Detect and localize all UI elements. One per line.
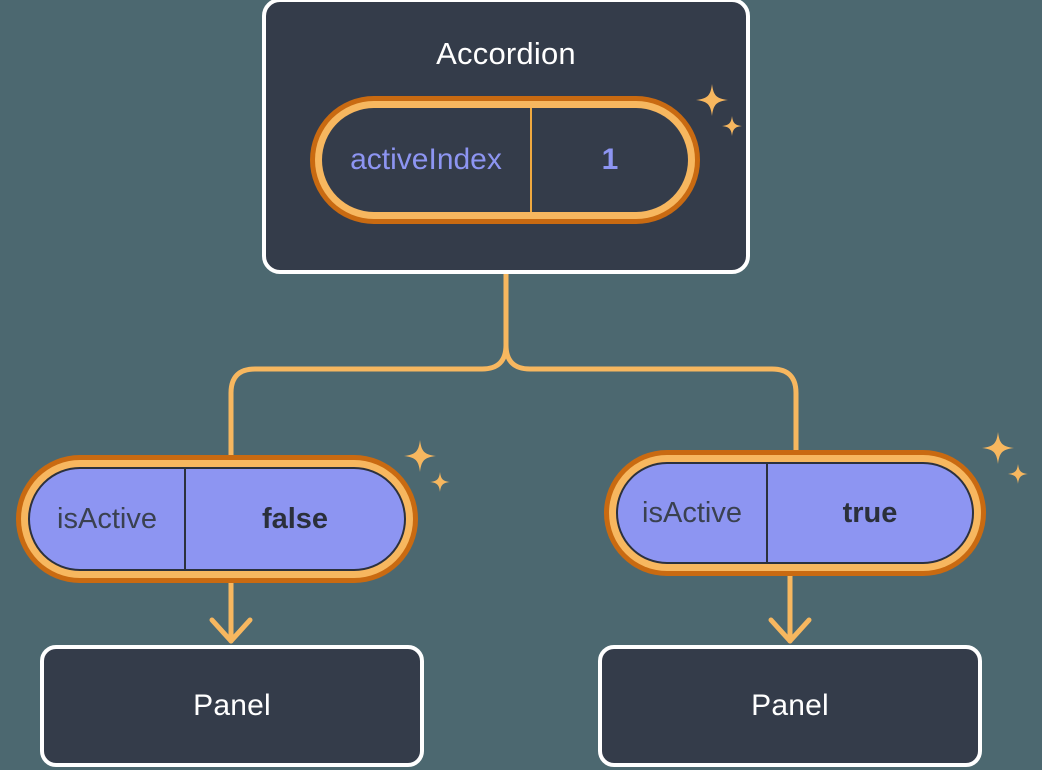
state-pill-ring: isActive false <box>21 460 413 578</box>
state-pill-body: isActive true <box>616 462 974 564</box>
node-panel-right-title: Panel <box>751 689 829 722</box>
state-pill-isactive-true[interactable]: isActive true <box>604 450 986 576</box>
state-pill-ring: isActive true <box>609 455 981 571</box>
node-panel-left[interactable]: Panel <box>40 645 424 767</box>
state-pill-key: isActive <box>30 469 186 569</box>
state-pill-key: activeIndex <box>322 108 532 212</box>
node-accordion-title: Accordion <box>436 36 576 71</box>
state-pill-ring: activeIndex 1 <box>315 101 695 219</box>
state-pill-key: isActive <box>618 464 768 562</box>
connector-branch-right <box>503 342 799 455</box>
arrowhead-right-icon <box>768 617 812 644</box>
state-pill-body: isActive false <box>28 467 406 571</box>
arrowhead-left-icon <box>209 617 253 644</box>
state-pill-value: true <box>842 496 898 529</box>
node-panel-left-title: Panel <box>193 689 271 722</box>
node-panel-right[interactable]: Panel <box>598 645 982 767</box>
state-pill-isactive-false[interactable]: isActive false <box>16 455 418 583</box>
state-pill-value: 1 <box>601 143 619 176</box>
state-pill-activeindex[interactable]: activeIndex 1 <box>310 96 700 224</box>
connector-branch-left <box>228 342 509 458</box>
sparkles-icon <box>976 432 1032 498</box>
state-pill-value: false <box>261 502 329 535</box>
state-pill-body: activeIndex 1 <box>322 108 688 212</box>
